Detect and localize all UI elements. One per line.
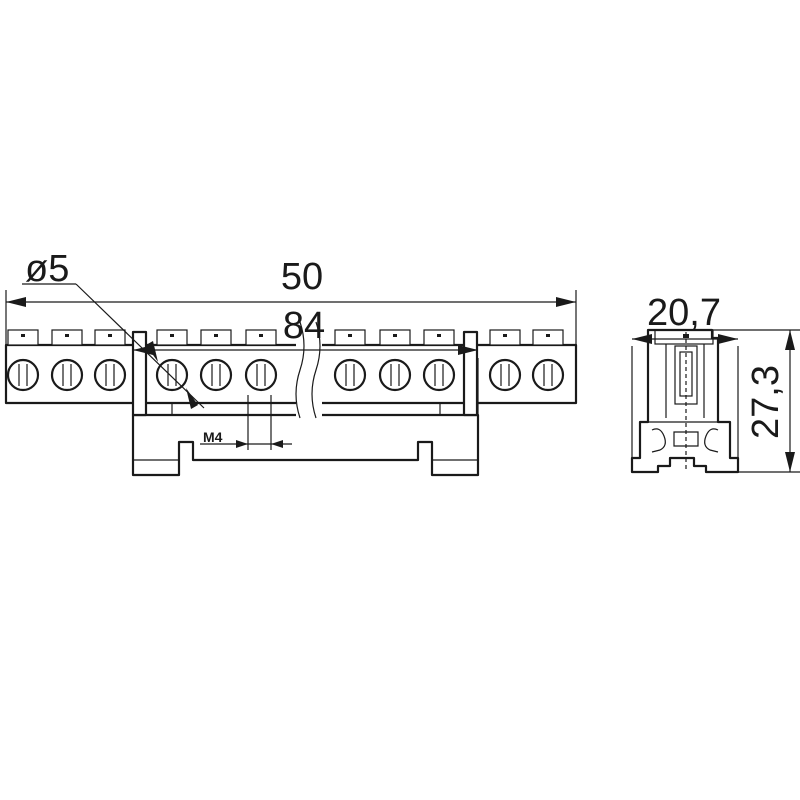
din-rail-base bbox=[131, 413, 480, 477]
dim-hole-diameter: ø5 bbox=[22, 248, 205, 409]
dim-side-height: 27,3 bbox=[712, 329, 800, 473]
dim-top: 50 bbox=[5, 256, 577, 345]
dim-bottom-label: 84 bbox=[283, 305, 325, 347]
dim-side-width: 20,7 bbox=[631, 292, 739, 472]
wire-holes bbox=[6, 358, 565, 392]
break-lines bbox=[295, 321, 322, 419]
dim-screw-thread: M4 bbox=[200, 395, 292, 450]
dim-side-width-label: 20,7 bbox=[647, 292, 721, 334]
dim-bottom: 84 bbox=[132, 305, 479, 475]
side-body bbox=[630, 328, 740, 474]
dim-top-label: 50 bbox=[281, 256, 323, 298]
front-view: 50 ø5 M4 84 bbox=[4, 248, 578, 477]
terminal-bar bbox=[4, 343, 578, 405]
side-view: 27,3 20,7 bbox=[630, 292, 800, 474]
dim-screw-label: M4 bbox=[203, 429, 223, 445]
dim-hole-label: ø5 bbox=[25, 248, 69, 290]
dim-side-height-label: 27,3 bbox=[745, 365, 787, 439]
screw-heads bbox=[7, 329, 564, 346]
